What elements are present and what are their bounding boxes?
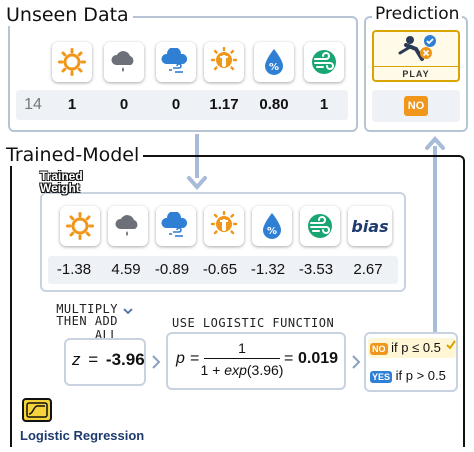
wind-icon — [300, 206, 340, 246]
trained-weight-label-line2: Weight — [40, 181, 80, 195]
wind-icon — [304, 42, 344, 82]
up-arrow-line — [433, 146, 437, 332]
prediction-title: Prediction — [372, 4, 463, 24]
logistic-label: USE LOGISTIC FUNCTION — [172, 316, 335, 330]
rule-yes: YES if p > 0.5 — [370, 368, 446, 383]
p-result: 0.019 — [298, 350, 339, 367]
bias-label: bias — [351, 216, 389, 236]
weight-value: 2.67 — [353, 261, 383, 278]
weight-value: -1.32 — [250, 261, 286, 278]
z-equation: z = -3.96 — [72, 350, 145, 370]
weight-value: -0.65 — [202, 261, 238, 278]
z-value: -3.96 — [105, 350, 145, 369]
svg-text:%: % — [269, 62, 279, 73]
unseen-value: 0 — [171, 96, 181, 113]
denominator-fn: exp — [224, 362, 247, 378]
trained-model-title: Trained-Model — [6, 144, 144, 166]
rule-no: NO if p ≤ 0.5 — [370, 340, 441, 355]
bias-icon: bias — [348, 206, 392, 246]
z-symbol: z — [72, 350, 81, 369]
rain-cloud-icon — [104, 42, 144, 82]
p-numerator: 1 — [238, 340, 246, 356]
p-symbol: p — [176, 350, 185, 367]
sun-icon — [52, 42, 92, 82]
weights-values-row — [48, 256, 398, 284]
p-equals: = — [190, 350, 200, 367]
trained-weight-label: Trained Weight — [40, 170, 86, 204]
trained-model-frame — [10, 155, 465, 447]
denominator-arg: (3.96) — [246, 362, 284, 378]
logistic-regression-icon — [22, 398, 52, 422]
play-card: PLAY — [372, 30, 460, 82]
humidity-drop-icon: % — [252, 206, 292, 246]
multiply-label-1: MULTIPLY — [56, 302, 118, 316]
play-label: PLAY — [374, 66, 458, 79]
unseen-value: 0.80 — [259, 96, 289, 113]
p-box — [166, 332, 346, 390]
z-equals: = — [88, 350, 99, 369]
row-id: 14 — [24, 96, 42, 113]
no-badge: NO — [370, 343, 388, 355]
rule-yes-text: if p > 0.5 — [395, 368, 446, 383]
thermometer-sun-icon — [204, 206, 244, 246]
p-equals-2: = — [284, 350, 294, 367]
thermometer-sun-icon — [204, 42, 244, 82]
weight-value: 4.59 — [111, 261, 141, 278]
unseen-value: 1.17 — [209, 96, 239, 113]
footer-label: Logistic Regression — [20, 428, 145, 443]
chevron-right-icon — [352, 355, 361, 369]
check-icon — [446, 340, 456, 350]
sun-icon — [60, 206, 100, 246]
wind-cloud-icon — [156, 206, 196, 246]
unseen-data-title-bg: Unseen Data — [6, 4, 133, 26]
rain-cloud-icon — [108, 206, 148, 246]
prediction-no-badge: NO — [404, 96, 428, 116]
unseen-value: 1 — [319, 96, 329, 113]
up-arrow-head — [425, 136, 445, 150]
p-denominator: 1 + exp(3.96) — [200, 362, 284, 378]
chevron-right-icon — [152, 355, 161, 369]
unseen-values-row — [16, 90, 348, 120]
golfer-icon — [398, 35, 436, 61]
wind-cloud-icon — [156, 42, 196, 82]
weight-value: -3.53 — [298, 261, 334, 278]
trained-weight-label-line1: Trained — [40, 169, 83, 183]
unseen-value: 0 — [119, 96, 129, 113]
down-arrow-head — [187, 176, 207, 190]
rule-no-text: if p ≤ 0.5 — [391, 340, 441, 355]
rule-no-row — [368, 338, 456, 358]
denominator-pre: 1 + — [200, 362, 225, 378]
fraction-bar — [204, 358, 280, 359]
weight-value: -1.38 — [56, 261, 92, 278]
unseen-value: 1 — [67, 96, 77, 113]
yes-badge: YES — [370, 371, 393, 383]
humidity-drop-icon: % — [254, 42, 294, 82]
svg-text:%: % — [267, 226, 277, 237]
chevron-down-icon — [123, 308, 133, 315]
weight-value: -0.89 — [154, 261, 190, 278]
z-box — [64, 338, 146, 386]
